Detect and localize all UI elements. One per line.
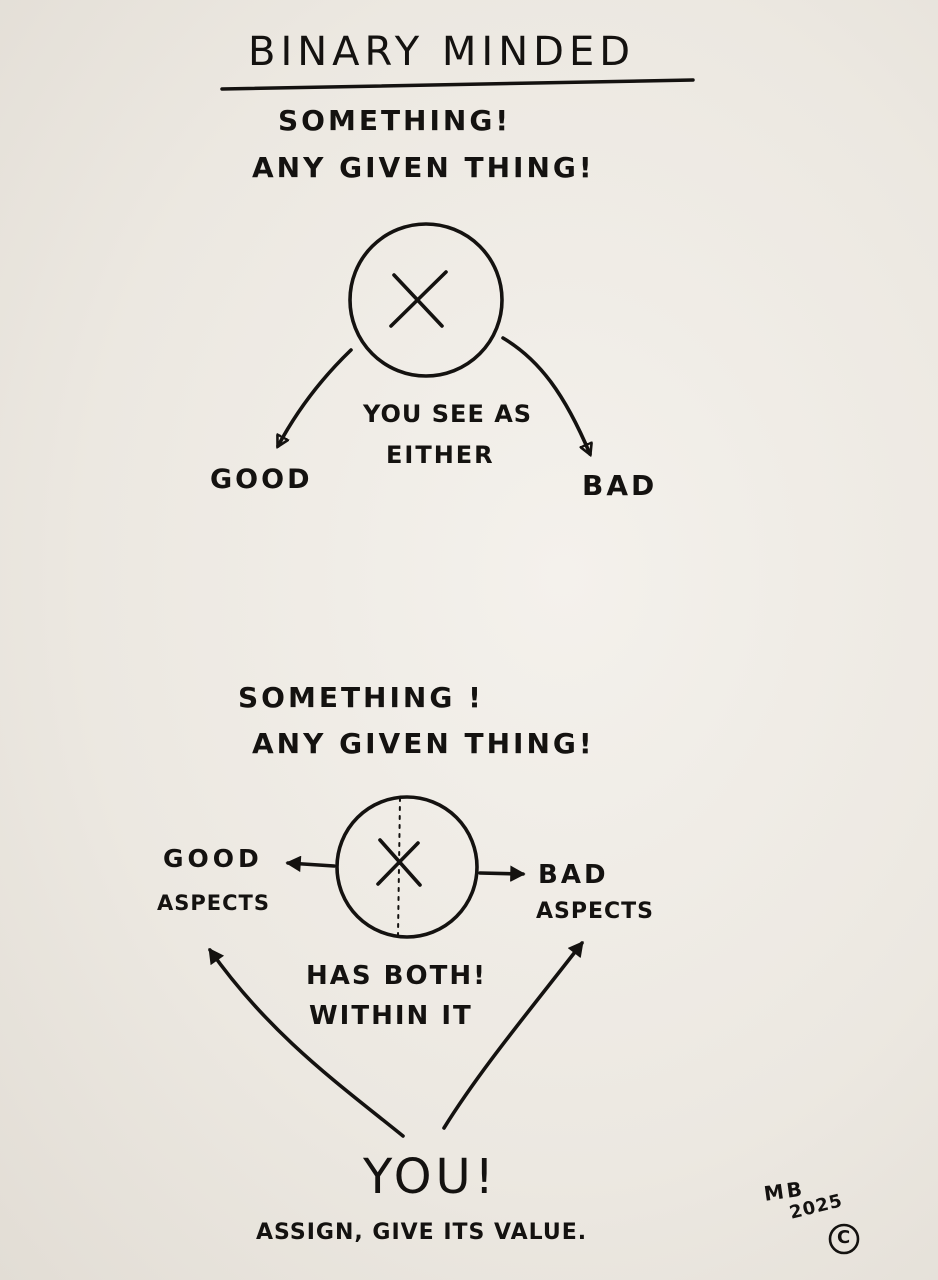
- label-bad: BAD: [582, 469, 658, 502]
- label-bad-aspects-line1: BAD: [538, 860, 609, 890]
- arrow-to-good-aspects: [288, 863, 336, 866]
- arrow-to-good: [278, 348, 353, 446]
- top-line-something: SOMETHING!: [278, 104, 512, 137]
- top-x-mark: [389, 270, 448, 328]
- page-title: BINARY MINDED: [248, 29, 636, 75]
- label-good: GOOD: [210, 464, 313, 495]
- label-good-aspects-line1: GOOD: [163, 844, 263, 873]
- copyright-circle: [828, 1223, 860, 1255]
- bottom-circle: [335, 795, 479, 939]
- caption-assign-value: ASSIGN, GIVE ITS VALUE.: [256, 1220, 588, 1245]
- top-circle: [348, 222, 504, 378]
- label-you-see-as: YOU SEE AS: [363, 400, 533, 428]
- top-line-any-given-thing: ANY GIVEN THING!: [252, 151, 595, 184]
- label-has-both: HAS BOTH!: [306, 961, 487, 991]
- arrow-to-bad-aspects: [478, 873, 523, 874]
- label-within-it: WITHIN IT: [309, 1001, 473, 1031]
- bottom-line-something: SOMETHING !: [238, 681, 484, 714]
- bottom-line-any-given-thing: ANY GIVEN THING!: [252, 727, 595, 760]
- arrow-you-to-bad: [442, 943, 584, 1130]
- arrow-you-to-good: [208, 950, 405, 1138]
- label-you: YOU!: [363, 1149, 498, 1205]
- label-either: EITHER: [386, 441, 495, 469]
- label-good-aspects-line2: ASPECTS: [157, 891, 270, 915]
- arrow-to-bad: [501, 336, 590, 454]
- bottom-divider-dotted: [397, 797, 401, 936]
- copyright-c: c: [837, 1227, 851, 1248]
- title-underline: [220, 78, 695, 91]
- label-bad-aspects-line2: ASPECTS: [536, 899, 655, 924]
